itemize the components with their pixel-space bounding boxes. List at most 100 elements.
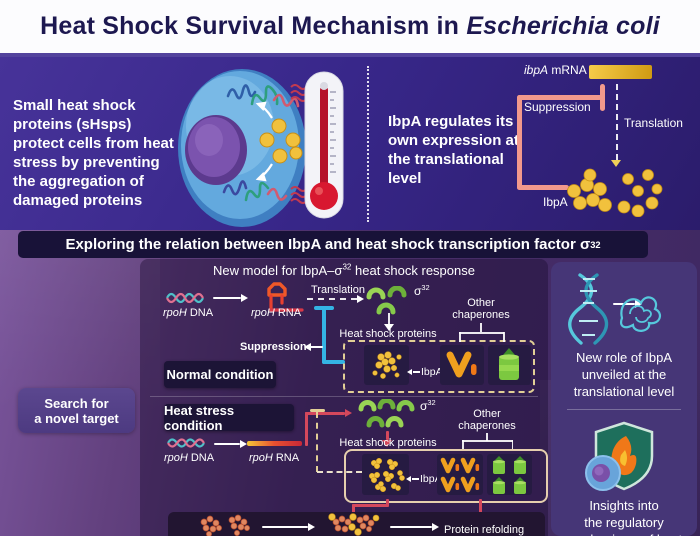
suppression-line [517, 95, 602, 100]
ibpa-mrna-label: ibpA mRNA [524, 63, 587, 77]
ibpa-cell [364, 345, 409, 385]
ibpa-clusters [368, 457, 405, 493]
bracket [486, 433, 488, 441]
ibpa-pointer: IbpA [407, 366, 443, 378]
bracket [462, 440, 513, 442]
sigma32-crescents [366, 286, 407, 315]
hsp-dashed-box [343, 340, 535, 393]
rpoh-rna-bar [247, 441, 302, 446]
rpoh-rna-hairpin-icon [267, 282, 304, 312]
protein-tangle-icon [620, 296, 662, 332]
suppression-label: Suppression [240, 341, 307, 353]
rpoh-rna-label: rpoH RNA [248, 452, 300, 464]
ibpa-label: IbpA [420, 473, 442, 485]
arrowhead [635, 300, 642, 308]
stress-condition-badge: Heat stress condition [164, 403, 294, 433]
rpoh-rna-label: rpoH RNA [250, 307, 302, 319]
translation-label: Translation [310, 284, 365, 296]
mrna-bar [589, 65, 652, 79]
arrowhead [406, 476, 411, 482]
chaperonin-cell [488, 345, 531, 385]
right-bottom-text: Insights into the regulatory mechanisms … [566, 498, 682, 536]
arrowhead [240, 440, 247, 448]
arrowhead [432, 523, 439, 531]
model-title: New model for IbpA–σ32 heat shock respon… [213, 262, 475, 278]
dashed-down-arrow [388, 313, 390, 324]
chaperone-v-icons [440, 457, 480, 493]
row-divider [150, 396, 538, 397]
right-top-text: New role of IbpA unveiled at the transla… [573, 350, 675, 399]
suppression-line [517, 185, 569, 190]
arrow-line [413, 371, 420, 373]
species-name: Escherichia coli [466, 12, 660, 40]
sidebar-divider [567, 409, 681, 410]
suppression-line [517, 95, 522, 190]
header: Heat Shock Survival Mechanism in Escheri… [0, 0, 700, 57]
chaperonin-cell [487, 454, 532, 495]
suppression-arrow-line [310, 346, 323, 348]
induction-line [305, 412, 345, 415]
red-connector [352, 504, 355, 513]
suppression-line-cyan [322, 306, 326, 364]
hsp-label: Heat shock proteins [339, 437, 437, 449]
suppression-label: Suppression [524, 100, 591, 114]
other-chaperones-label: Other chaperones [452, 297, 510, 321]
rpoh-dna-icon [167, 438, 205, 448]
thermometer-icon [304, 71, 344, 219]
ibpa-dots [372, 351, 402, 379]
aggregate-icon [200, 514, 250, 536]
bracket [503, 332, 505, 342]
rpoh-dna-icon [166, 292, 204, 304]
rpoh-dna-label: rpoH DNA [163, 452, 215, 464]
shield-flame-cell-icon [585, 421, 654, 491]
aggregate-with-ibpa-icon [328, 513, 380, 536]
section-banner: Exploring the relation between IbpA and … [18, 231, 648, 258]
arrow [214, 443, 240, 445]
inactive-suppression-tbar [310, 409, 325, 412]
translation-arrowhead [357, 295, 364, 303]
translation-label: Translation [624, 116, 683, 130]
shsp-intro-text: Small heat shock proteins (sHsps) protec… [13, 97, 174, 209]
ibpa-product-label: IbpA [543, 195, 568, 209]
hsp-solid-box [344, 449, 548, 503]
inactive-suppression-line [317, 471, 362, 473]
cell-icon [178, 69, 306, 227]
red-connector [352, 504, 389, 507]
novel-target-callout: Search for a novel target [18, 388, 135, 433]
bracket [462, 440, 464, 449]
arrowhead [384, 324, 394, 331]
arrowhead [407, 369, 412, 375]
sigma32-crescents [358, 399, 415, 428]
suppression-arrowhead [304, 343, 311, 351]
chaperone-cell [437, 454, 483, 495]
ibpa-balls [567, 168, 663, 217]
section-divider [367, 66, 369, 222]
ibpa-cluster-cell [362, 454, 409, 495]
arrow-line [412, 478, 419, 480]
chaperone-cell [440, 345, 484, 385]
cell-arrows [255, 101, 273, 182]
arrow [390, 526, 432, 528]
refolding-label: Protein refolding [444, 524, 525, 536]
red-connector [479, 499, 482, 519]
translation-arrow [616, 84, 618, 160]
arrowhead [308, 523, 315, 531]
damaged-proteins-bottom [222, 180, 288, 202]
bracket [459, 332, 461, 342]
chaperonin-cylinder-icons [493, 456, 526, 494]
rpoh-dna-label: rpoH DNA [162, 307, 214, 319]
shsp-balls [259, 118, 303, 164]
damaged-proteins-top [226, 84, 300, 108]
red-down-arrow [386, 431, 389, 440]
hsp-label: Heat shock proteins [339, 328, 437, 340]
dna-helix-icon [568, 273, 609, 345]
sigma32-label: σ32 [414, 283, 430, 298]
arrowhead [382, 440, 392, 447]
background-shape [0, 230, 160, 536]
inactive-suppression-line [316, 412, 318, 472]
ibpa-label: IbpA [421, 366, 443, 378]
bracket [480, 323, 482, 332]
chaperone-v-icon [446, 351, 477, 378]
chaperonin-cylinder-icon [499, 348, 519, 380]
